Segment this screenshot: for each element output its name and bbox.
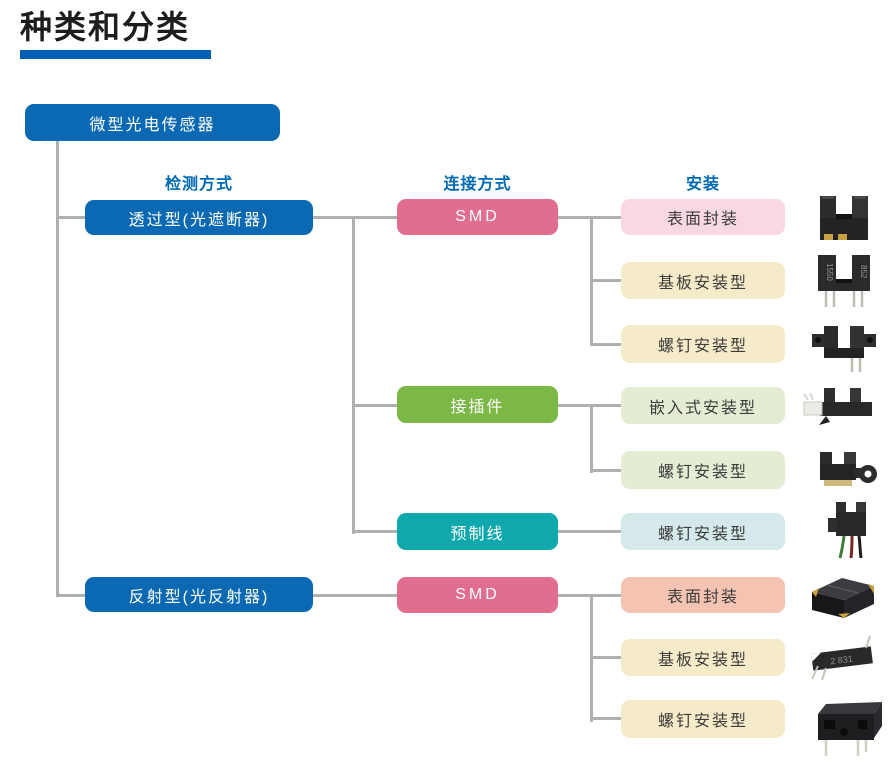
node-connector-label: 接插件 <box>450 398 505 416</box>
photo-reflective-smd-icon <box>812 578 874 618</box>
node-smd-through: SMD <box>397 199 558 235</box>
node-smd-through-label: SMD <box>455 208 500 225</box>
node-snap-in-mount: 嵌入式安装型 <box>621 387 785 424</box>
column-header-detection: 检测方式 <box>164 176 233 193</box>
node-smd-reflective: SMD <box>397 577 558 613</box>
photo-slot-sensor-pcb-icon: 1550 852 <box>818 255 870 307</box>
photo-slot-sensor-smd-icon <box>820 196 868 240</box>
node-pcb-mount-reflective: 基板安装型 <box>621 639 785 676</box>
trunk-root-vertical <box>56 141 59 597</box>
node-root: 微型光电传感器 <box>25 104 280 141</box>
node-prewired: 预制线 <box>397 513 558 550</box>
node-connector: 接插件 <box>397 386 558 423</box>
node-surface-mount-through: 表面封装 <box>621 199 785 235</box>
node-through-beam-label: 透过型(光遮断器) <box>128 211 270 229</box>
photo-imprint-reflective: 2 831 <box>830 654 854 667</box>
node-screw-mount-through: 螺钉安装型 <box>621 325 785 363</box>
node-surface-mount-reflective: 表面封装 <box>621 577 785 613</box>
node-smd-reflective-label: SMD <box>455 586 500 603</box>
page-title: 种类和分类 <box>20 9 191 45</box>
branch-through-smd <box>313 216 397 219</box>
node-screw-mount-reflective: 螺钉安装型 <box>621 700 785 738</box>
branch-reflective-smd <box>313 594 397 597</box>
branch-screw-reflective <box>590 717 621 720</box>
photo-slot-sensor-screw-icon <box>812 326 876 372</box>
node-pcb-mount-through-label: 基板安装型 <box>657 274 748 292</box>
node-prewired-label: 预制线 <box>450 525 505 543</box>
photo-reflective-pcb-icon: 2 831 <box>811 635 873 681</box>
node-screw-mount-connector-label: 螺钉安装型 <box>657 464 748 481</box>
node-pcb-mount-through: 基板安装型 <box>621 262 785 299</box>
branch-trunk-connector <box>352 404 397 407</box>
node-surface-mount-through-label: 表面封装 <box>666 211 739 228</box>
photo-reflective-screw-icon <box>818 702 882 756</box>
photo-imprint-right: 852 <box>859 265 868 279</box>
branch-connector-snapin <box>558 404 621 407</box>
branch-smd2-surface <box>557 594 621 597</box>
branch-screw-through <box>590 343 621 346</box>
photo-slot-sensor-connector-icon <box>803 388 872 425</box>
branch-smd-surface <box>557 216 621 219</box>
branch-pcb-reflective <box>590 656 621 659</box>
branch-connector-screw <box>590 469 621 472</box>
node-reflective-label: 反射型(光反射器) <box>128 588 270 606</box>
node-screw-mount-prewired: 螺钉安装型 <box>621 513 785 550</box>
branch-pcb-through <box>590 279 621 282</box>
branch-prewired-screw <box>558 530 621 533</box>
node-screw-mount-reflective-label: 螺钉安装型 <box>657 713 748 730</box>
photo-slot-sensor-prewired-icon <box>828 502 866 559</box>
trunk-through-vertical <box>352 216 355 534</box>
title-underline-bar <box>20 50 211 59</box>
node-screw-mount-prewired-label: 螺钉安装型 <box>657 525 748 543</box>
branch-root-reflective <box>56 594 85 597</box>
branch-root-through <box>56 216 85 219</box>
photo-imprint-left: 1550 <box>825 263 834 281</box>
node-root-label: 微型光电传感器 <box>89 116 216 134</box>
trunk-connector-vertical <box>590 404 593 473</box>
node-surface-mount-reflective-label: 表面封装 <box>666 589 739 606</box>
node-snap-in-mount-label: 嵌入式安装型 <box>648 399 757 417</box>
photo-slot-sensor-screw-ear-icon <box>820 452 877 486</box>
node-reflective: 反射型(光反射器) <box>85 577 313 612</box>
column-header-connection: 连接方式 <box>443 176 512 193</box>
branch-trunk-prewired <box>352 530 397 533</box>
node-screw-mount-connector: 螺钉安装型 <box>621 451 785 489</box>
node-through-beam: 透过型(光遮断器) <box>85 200 313 235</box>
column-header-mounting: 安装 <box>685 176 720 193</box>
node-screw-mount-through-label: 螺钉安装型 <box>657 338 748 355</box>
node-pcb-mount-reflective-label: 基板安装型 <box>657 651 748 669</box>
